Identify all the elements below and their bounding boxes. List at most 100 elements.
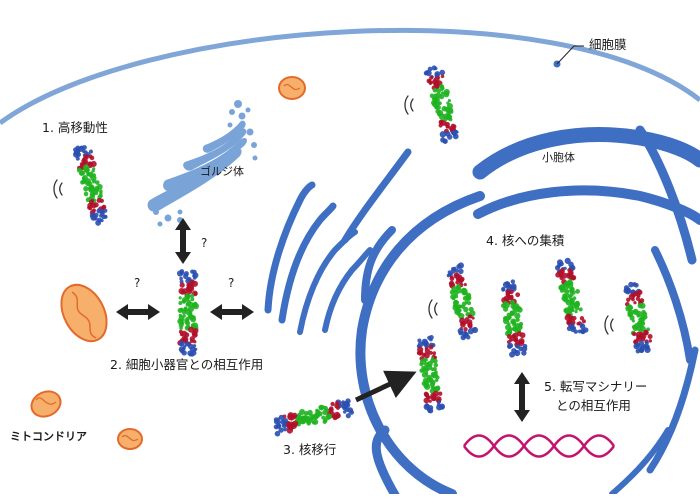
protein-blob — [635, 296, 641, 301]
protein-blob — [193, 292, 198, 296]
protein-blob — [579, 316, 585, 321]
protein-blob — [423, 352, 430, 359]
protein-blob — [454, 294, 459, 299]
protein-blob — [459, 277, 465, 283]
protein-blob — [445, 124, 450, 129]
protein-blob — [454, 268, 459, 273]
protein-blob — [88, 149, 93, 154]
mitochondrion-large — [60, 283, 108, 343]
protein-blob — [509, 299, 515, 305]
protein-blob — [562, 295, 568, 301]
protein-blob — [467, 328, 474, 335]
protein-blob — [571, 275, 577, 281]
protein-blob — [443, 117, 448, 122]
question-mark: ? — [228, 276, 235, 290]
protein-blob — [512, 332, 519, 339]
protein-blob — [435, 378, 439, 383]
protein-blob — [510, 279, 516, 284]
protein-blob — [190, 316, 197, 323]
protein-blob — [467, 301, 472, 306]
protein-blob — [635, 348, 641, 354]
arrow-icon — [354, 370, 417, 403]
protein-complex — [273, 398, 355, 437]
protein-blob — [91, 179, 96, 184]
protein-blob — [633, 282, 639, 288]
protein-blob — [437, 400, 441, 404]
protein-blob — [502, 306, 509, 312]
protein-blob — [428, 337, 433, 342]
protein-blob — [91, 169, 95, 173]
protein-blob — [432, 87, 438, 93]
protein-blob — [633, 300, 637, 305]
protein-blob — [465, 334, 471, 340]
protein-blob — [467, 314, 472, 319]
protein-blob — [425, 70, 432, 77]
protein-blob — [344, 406, 350, 412]
protein-blob — [190, 297, 195, 302]
protein-blob — [436, 88, 442, 94]
protein-blob — [452, 133, 459, 140]
protein-blob — [76, 152, 82, 158]
protein-blob — [626, 297, 631, 303]
protein-blob — [287, 413, 294, 421]
protein-blob — [628, 281, 634, 288]
protein-blob — [439, 84, 445, 89]
protein-blob — [631, 331, 637, 337]
protein-blob — [433, 385, 440, 392]
protein-blob — [447, 99, 451, 103]
protein-blob — [627, 304, 634, 311]
protein-blob — [648, 339, 653, 343]
protein-blob — [181, 350, 187, 356]
protein-blob — [280, 419, 286, 425]
protein-blob — [96, 217, 102, 223]
protein-blob — [424, 383, 431, 390]
protein-blob — [188, 326, 195, 333]
protein-blob — [518, 340, 525, 347]
protein-blob — [577, 329, 582, 334]
protein-blob — [190, 353, 195, 357]
protein-blob — [447, 272, 452, 277]
protein-blob — [83, 191, 89, 197]
protein-blob — [273, 424, 279, 430]
protein-blob — [463, 306, 469, 313]
label-step5-line1: 5. 転写マシナリー — [544, 379, 648, 394]
protein-blob — [84, 167, 90, 173]
protein-blob — [509, 351, 516, 358]
protein-blob — [644, 340, 649, 345]
protein-blob — [192, 332, 198, 338]
protein-blob — [274, 430, 281, 437]
question-mark: ? — [134, 276, 141, 290]
protein-blob — [183, 273, 189, 279]
label-mitochondria: ミトコンドリア — [10, 430, 87, 443]
label-step5-line2: との相互作用 — [556, 398, 631, 413]
protein-blob — [182, 300, 186, 304]
protein-blob — [633, 310, 637, 314]
protein-blob — [99, 198, 104, 203]
protein-blob — [575, 288, 580, 294]
protein-blob — [515, 292, 521, 298]
protein-blob — [93, 202, 99, 208]
protein-blob — [89, 155, 95, 161]
protein-blob — [458, 268, 464, 275]
protein-blob — [190, 293, 195, 298]
protein-blob — [636, 334, 642, 340]
protein-blob — [186, 297, 190, 301]
double-arrow-icon — [116, 218, 530, 422]
protein-blob — [341, 401, 345, 406]
protein-blob — [563, 266, 567, 270]
protein-blob — [185, 320, 191, 326]
protein-blob — [424, 367, 429, 373]
protein-blob — [453, 290, 459, 296]
protein-blob — [640, 336, 646, 342]
protein-blob — [183, 344, 187, 348]
protein-blob — [571, 326, 577, 331]
protein-blob — [278, 414, 284, 420]
protein-blob — [439, 131, 447, 138]
protein-blob — [514, 312, 521, 319]
protein-blob — [639, 328, 643, 333]
protein-blob — [75, 156, 80, 161]
protein-blob — [190, 269, 195, 274]
protein-blob — [434, 106, 438, 110]
protein-blob — [335, 400, 340, 406]
